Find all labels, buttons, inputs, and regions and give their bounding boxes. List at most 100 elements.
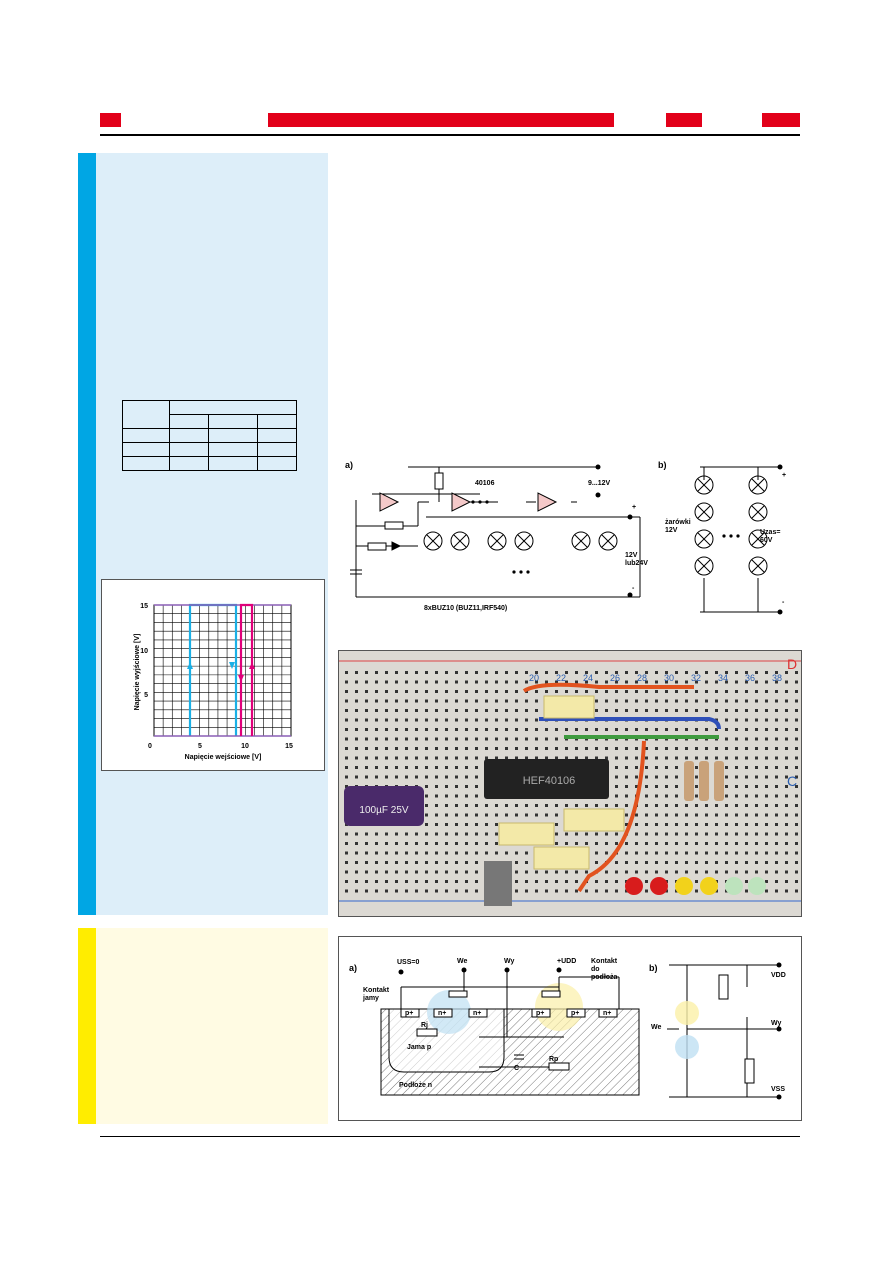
fig2-n-plus-1: n+ xyxy=(438,1010,446,1017)
magenta-arrow-up xyxy=(249,662,255,669)
x-tick-15: 15 xyxy=(285,743,293,750)
fig1-minus-b: - xyxy=(782,599,785,606)
sidebar-panel-yellow xyxy=(78,928,328,1124)
sidebar-panel-blue xyxy=(78,153,328,915)
fig1-label-a: a) xyxy=(345,460,353,470)
led-red-2 xyxy=(650,877,668,895)
fig1-mosfet-label: 8xBUZ10 (BUZ11,IRF540) xyxy=(424,605,507,612)
column-label: 34 xyxy=(718,673,728,683)
x-tick-0: 0 xyxy=(148,743,152,750)
cyan-arrow-up xyxy=(187,662,193,669)
orange-wire-top xyxy=(522,682,694,693)
breadboard-svg: 20 22 24 26 28 30 32 34 36 38 C D HEF40106 100µF … xyxy=(339,651,801,916)
column-label: 22 xyxy=(556,673,566,683)
column-label: 20 xyxy=(529,673,539,683)
fig2-wy-b: Wy xyxy=(771,1020,781,1027)
fig2-label-b: b) xyxy=(649,963,658,973)
x-axis-label: Napięcie wejściowe [V] xyxy=(185,754,262,761)
row-d-label: D xyxy=(787,656,797,672)
blue-wire xyxy=(539,717,721,730)
magenta-arrow-down xyxy=(238,675,244,682)
x-tick-10: 10 xyxy=(241,743,249,750)
fig2-vss: VSS xyxy=(771,1086,785,1093)
electrolytic-capacitor xyxy=(344,786,424,826)
fig2-label-a: a) xyxy=(349,963,357,973)
sidebar-strip-blue xyxy=(78,153,96,915)
cyan-hysteresis-loop xyxy=(188,603,238,736)
magenta-hysteresis-loop xyxy=(239,603,254,736)
column-label: 30 xyxy=(664,673,674,683)
footer-rule xyxy=(100,1136,800,1137)
header-red-block-1 xyxy=(100,113,121,127)
film-capacitor-2 xyxy=(498,822,555,846)
resistor-1 xyxy=(684,761,694,801)
column-label: 28 xyxy=(637,673,647,683)
y-tick-5: 5 xyxy=(144,692,148,699)
film-capacitor-3 xyxy=(563,808,625,832)
column-label: 38 xyxy=(772,673,782,683)
fig2-rp: Rp xyxy=(549,1056,558,1063)
fig1-ic-label: 40106 xyxy=(475,480,495,487)
fig1-uzas-label: Uzas=60V xyxy=(760,529,780,544)
fig2-uss: USS=0 xyxy=(397,959,419,966)
sidebar-table xyxy=(122,400,297,471)
fig2-podloze: Podłoże n xyxy=(399,1082,432,1089)
fig1-supply-label: 9...12V xyxy=(588,480,611,487)
fig2-p-plus-2: p+ xyxy=(536,1010,544,1017)
fig2-p-plus-3: p+ xyxy=(571,1010,579,1017)
fig2-c: C xyxy=(514,1065,519,1072)
breadboard-photo: 20 22 24 26 28 30 32 34 36 38 C D HEF40106 100µF … xyxy=(338,650,802,917)
led-green-2 xyxy=(748,877,766,895)
fig2-udd: +UDD xyxy=(557,958,576,965)
fig2-n-plus-2: n+ xyxy=(473,1010,481,1017)
y-axis-label: Napięcie wyjściowe [V] xyxy=(134,634,141,711)
y-tick-15: 15 xyxy=(140,603,148,610)
row-c-label: C xyxy=(787,773,797,789)
led-green-1 xyxy=(725,877,743,895)
led-yellow-2 xyxy=(700,877,718,895)
fig2-wy: Wy xyxy=(504,958,514,965)
x-tick-5: 5 xyxy=(198,743,202,750)
fig2-p-plus-1: p+ xyxy=(405,1010,413,1017)
hysteresis-graph-svg: 15 10 5 0 5 10 15 Napięcie wejściowe [V]… xyxy=(134,603,293,761)
column-label: 32 xyxy=(691,673,701,683)
fig2-we: We xyxy=(457,958,467,965)
column-label: 24 xyxy=(583,673,593,683)
header-rule xyxy=(100,134,800,136)
fig1-minus-a: - xyxy=(632,585,635,592)
fig2-vdd: VDD xyxy=(771,972,786,979)
resistor-3 xyxy=(714,761,724,801)
fig1-label-b: b) xyxy=(658,460,667,470)
header-red-block-3 xyxy=(666,113,702,127)
cyan-arrow-down xyxy=(229,662,235,669)
film-capacitor-1 xyxy=(543,695,595,719)
fig2-rj: Rj xyxy=(421,1022,428,1029)
hysteresis-graph: 15 10 5 0 5 10 15 Napięcie wejściowe [V]… xyxy=(101,579,325,771)
sidebar-strip-yellow xyxy=(78,928,96,1124)
led-yellow-1 xyxy=(675,877,693,895)
film-capacitor-4 xyxy=(533,846,590,870)
fig1-plus-b: + xyxy=(782,472,786,479)
fig2-we-b: We xyxy=(651,1024,661,1031)
led-red-1 xyxy=(625,877,643,895)
column-label: 36 xyxy=(745,673,755,683)
fig1-plus-a: + xyxy=(632,504,636,511)
capacitor-text: 100µF 25V xyxy=(359,805,408,816)
ic-chip xyxy=(484,759,609,799)
y-tick-10: 10 xyxy=(140,648,148,655)
fig2-n-plus-3: n+ xyxy=(603,1010,611,1017)
orange-wire-vertical xyxy=(577,740,646,893)
resistor-2 xyxy=(699,761,709,801)
ic-chip-text: HEF40106 xyxy=(523,775,576,787)
column-label: 26 xyxy=(610,673,620,683)
header-red-block-4 xyxy=(762,113,800,127)
fig2-jama: Jama p xyxy=(407,1044,431,1051)
